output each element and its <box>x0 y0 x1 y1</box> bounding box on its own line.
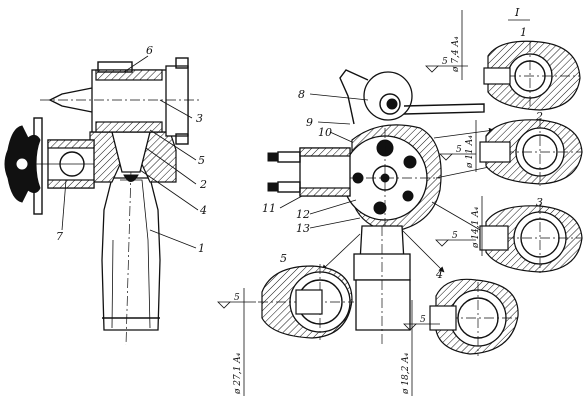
outlet-flange <box>165 65 189 137</box>
handle-axis <box>125 169 132 346</box>
diameter-label-1: ø 7,4 A₄ <box>451 36 461 73</box>
upper-valve-body <box>363 71 413 121</box>
turret-hole-4 <box>373 201 387 215</box>
callout-12: 12 <box>296 208 310 221</box>
callout-3: 3 <box>196 112 203 125</box>
section-1-number: 1 <box>520 26 527 39</box>
roughness-label-5: 5 <box>234 293 240 303</box>
roughness-label-2: 5 <box>456 145 462 155</box>
section-4-number: 4 <box>435 268 443 281</box>
section-1: 1 <box>483 26 581 111</box>
upper-housing-wall-bottom <box>95 121 163 133</box>
callout-5: 5 <box>198 154 205 167</box>
left-assembly-view <box>4 57 200 346</box>
callout-9: 9 <box>306 116 313 129</box>
side-valve-block-wall <box>299 147 351 157</box>
diameter-label-5: ø 27,1 A₄ <box>233 352 243 395</box>
callout-10: 10 <box>318 126 332 139</box>
right-callout-labels: I 8 9 10 11 12 13 <box>262 6 530 235</box>
diameter-label-3: ø 14,1 A₄ <box>471 206 481 249</box>
upper-valve-core <box>386 98 398 110</box>
hook-arm <box>339 69 369 125</box>
callout-2: 2 <box>199 178 207 191</box>
upper-housing-wall-top <box>95 69 163 81</box>
diameter-dimensions: ø 7,4 A₄ ø 11 A₄ ø 14,1 A₄ ø 18,2 A₄ ø 2… <box>233 10 483 396</box>
section-5: 5 <box>258 252 354 340</box>
section-mark: I <box>514 6 520 19</box>
handle-tube <box>101 177 161 331</box>
roughness-label-3: 5 <box>452 231 458 241</box>
side-valve-knurl-bottom <box>267 182 279 192</box>
section-4: 4 <box>429 268 520 356</box>
diameter-label-2: ø 11 A₄ <box>465 135 475 169</box>
turret-hole-3 <box>402 190 414 202</box>
valve-lever <box>403 103 485 115</box>
left-callout-labels: 6 3 5 2 4 7 1 <box>56 44 207 255</box>
flange-bolt-top <box>175 57 189 69</box>
callout-6: 6 <box>146 44 153 57</box>
section-3: 3 <box>479 196 583 274</box>
callout-7: 7 <box>56 230 63 243</box>
section-2: 2 <box>479 110 583 186</box>
ball-element <box>123 174 139 182</box>
callout-1: 1 <box>198 242 205 255</box>
roughness-label-4: 5 <box>420 315 426 325</box>
right-assembly-view <box>267 69 485 345</box>
side-valve-wall-bottom <box>47 179 95 189</box>
section-2-number: 2 <box>535 110 543 123</box>
side-valve-wall <box>47 139 95 149</box>
callout-13: 13 <box>296 222 310 235</box>
turret-hole-2 <box>403 155 417 169</box>
diameter-label-4: ø 18,2 A₄ <box>401 352 411 395</box>
callout-4: 4 <box>199 204 207 217</box>
roughness-label-1: 5 <box>442 57 448 67</box>
lower-tube <box>355 279 411 331</box>
section-5-number: 5 <box>280 252 287 265</box>
side-valve-knurl-top <box>267 152 279 162</box>
side-valve-plug-top <box>277 151 301 163</box>
flange-bolt-bottom <box>175 133 189 145</box>
callout-11: 11 <box>262 202 276 215</box>
section-3-number: 3 <box>536 196 543 209</box>
left-callout-leaders <box>61 55 199 249</box>
callout-8: 8 <box>298 88 305 101</box>
roughness-marks: 5 5 5 5 5 <box>217 57 476 331</box>
upper-valve-inner <box>379 93 401 115</box>
side-valve-block-wall-bottom <box>299 187 351 197</box>
side-valve-plug-bottom <box>277 181 301 193</box>
knob-hub <box>15 157 29 171</box>
